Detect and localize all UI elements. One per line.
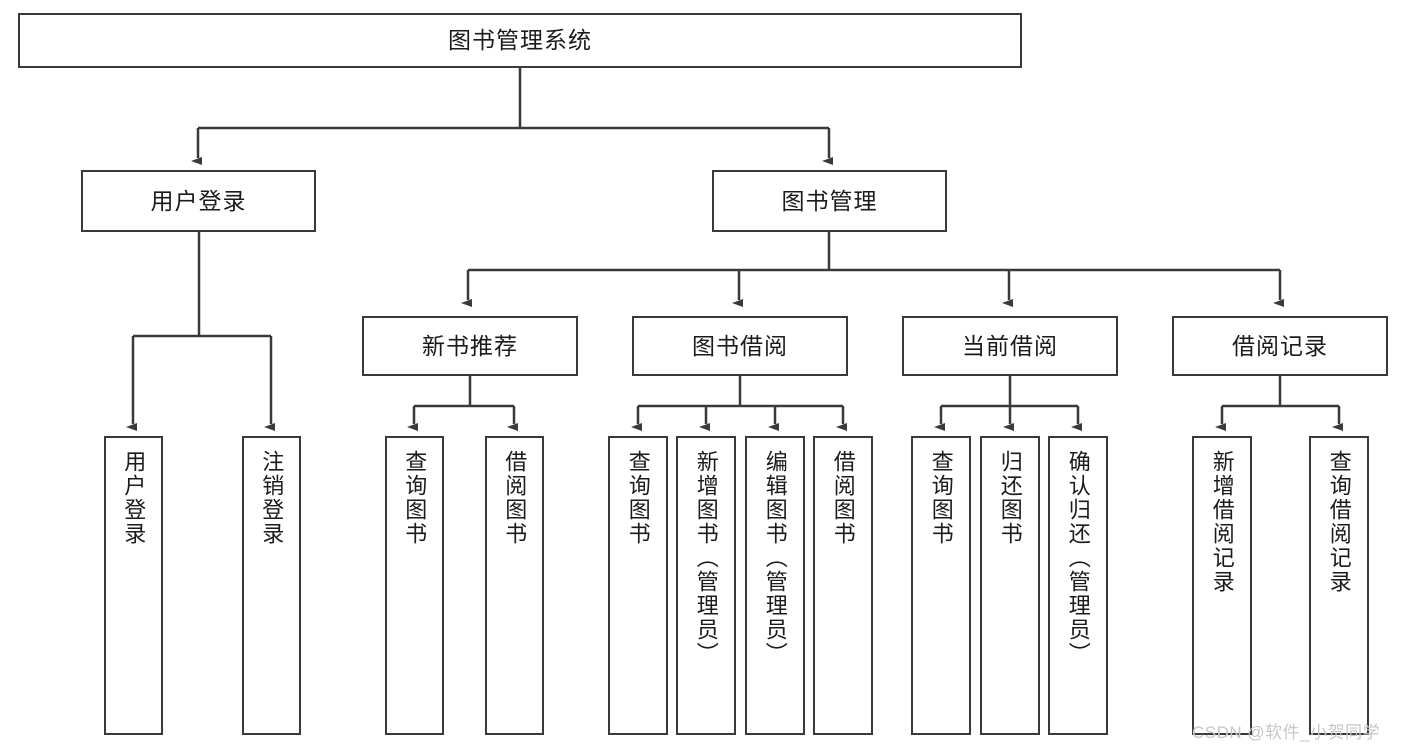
node-label: 确认归还（管理员） [1065, 450, 1091, 666]
leaf-borrow-book[interactable]: 借阅图书 [813, 436, 873, 735]
node-label: 借阅图书 [830, 450, 856, 546]
node-current-borrowing[interactable]: 当前借阅 [902, 316, 1118, 376]
node-label: 查询图书 [402, 450, 428, 546]
node-borrowing-records[interactable]: 借阅记录 [1172, 316, 1388, 376]
node-label: 查询图书 [928, 450, 954, 546]
leaf-return-book[interactable]: 归还图书 [980, 436, 1040, 735]
node-new-book-recommendation[interactable]: 新书推荐 [362, 316, 578, 376]
leaf-query-book-borrow[interactable]: 查询图书 [608, 436, 668, 735]
node-label: 查询图书 [625, 450, 651, 546]
node-label: 归还图书 [997, 450, 1023, 546]
node-root-book-management-system[interactable]: 图书管理系统 [18, 13, 1022, 68]
node-label: 图书借阅 [692, 332, 788, 359]
leaf-add-book-admin[interactable]: 新增图书（管理员） [676, 436, 736, 735]
leaf-add-borrow-record[interactable]: 新增借阅记录 [1192, 436, 1252, 735]
node-label: 编辑图书（管理员） [762, 450, 788, 666]
node-label: 图书管理 [781, 187, 878, 214]
node-label: 图书管理系统 [448, 27, 592, 54]
node-label: 借阅记录 [1232, 332, 1328, 359]
leaf-user-login[interactable]: 用户登录 [104, 436, 163, 735]
node-label: 查询借阅记录 [1326, 450, 1352, 594]
node-label: 新增借阅记录 [1209, 450, 1235, 594]
node-user-login[interactable]: 用户登录 [81, 170, 316, 232]
leaf-logout[interactable]: 注销登录 [242, 436, 301, 735]
node-book-borrowing[interactable]: 图书借阅 [632, 316, 848, 376]
node-book-management[interactable]: 图书管理 [712, 170, 947, 232]
node-label: 用户登录 [150, 187, 247, 214]
node-label: 注销登录 [259, 450, 285, 546]
node-label: 用户登录 [121, 450, 147, 546]
leaf-query-borrow-record[interactable]: 查询借阅记录 [1309, 436, 1369, 735]
node-label: 借阅图书 [502, 450, 528, 546]
leaf-query-book-current[interactable]: 查询图书 [911, 436, 971, 735]
leaf-confirm-return-admin[interactable]: 确认归还（管理员） [1048, 436, 1108, 735]
csdn-watermark: CSDN @软件_小贺同学 [1192, 723, 1381, 742]
node-label: 新增图书（管理员） [693, 450, 719, 666]
leaf-edit-book-admin[interactable]: 编辑图书（管理员） [745, 436, 805, 735]
node-label: 当前借阅 [962, 332, 1058, 359]
node-label: 新书推荐 [422, 332, 518, 359]
leaf-query-book-recommend[interactable]: 查询图书 [385, 436, 444, 735]
leaf-borrow-book-recommend[interactable]: 借阅图书 [485, 436, 544, 735]
